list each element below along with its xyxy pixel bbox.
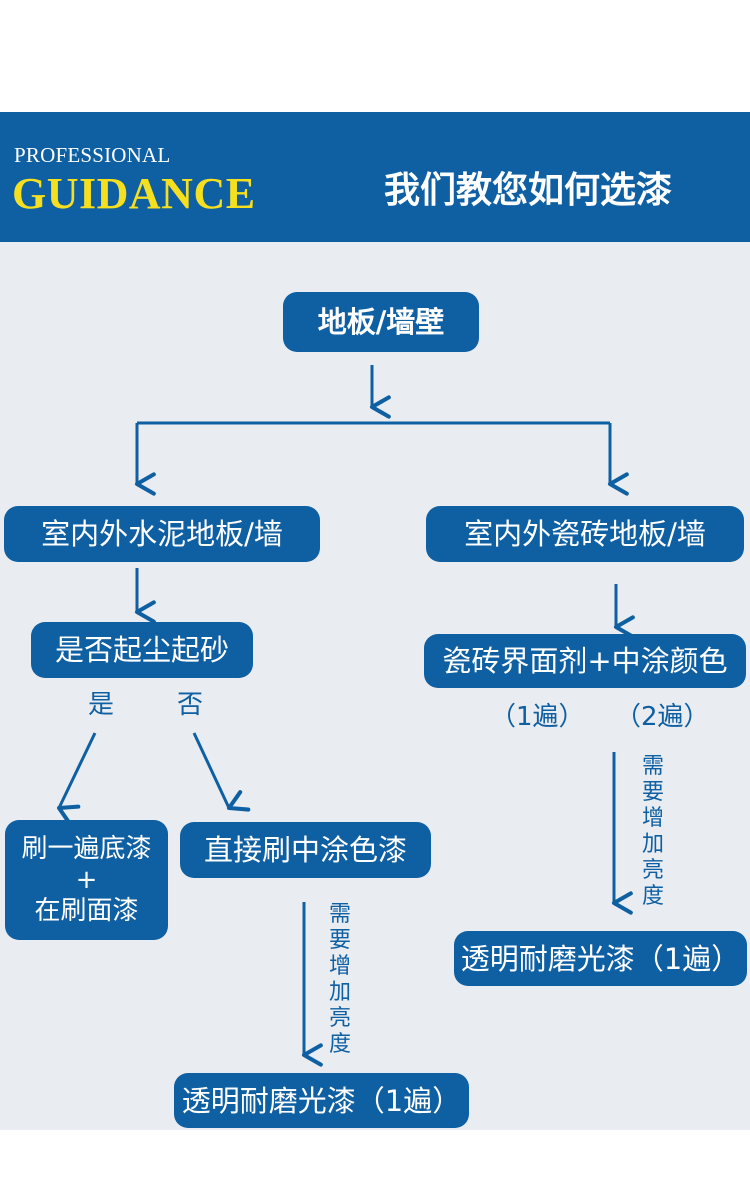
page-title: 我们教您如何选漆 — [384, 170, 673, 211]
header-banner — [0, 112, 750, 242]
dust-question-node: 是否起尘起砂 — [31, 622, 253, 678]
flowchart-canvas: 地板/墙壁 室内外水泥地板/墙 室内外瓷砖地板/墙 是否起尘起砂 是 否 刷一遍… — [0, 242, 750, 1130]
primer-result-node: 刷一遍底漆 + 在刷面漆 — [5, 820, 168, 940]
pass-count-1: （1遍） — [490, 702, 585, 732]
yes-label: 是 — [88, 690, 115, 720]
brand-subtitle: PROFESSIONAL — [14, 143, 171, 167]
no-label: 否 — [177, 690, 204, 720]
arrow-yes — [56, 732, 97, 826]
brand-title: GUIDANCE — [12, 169, 256, 218]
left-brightness-note: 需要增加亮度 — [328, 902, 351, 1057]
flowchart-connectors — [56, 365, 635, 1067]
right-brightness-note: 需要增加亮度 — [641, 754, 664, 909]
cement-node: 室内外水泥地板/墙 — [4, 506, 320, 562]
arrow-no — [192, 732, 251, 812]
tile-node: 室内外瓷砖地板/墙 — [426, 506, 744, 562]
primer-result-line-3: 在刷面漆 — [34, 895, 139, 926]
left-final-node: 透明耐磨光漆（1遍） — [174, 1073, 469, 1128]
root-node: 地板/墙壁 — [283, 292, 479, 352]
color-coat-node: 直接刷中涂色漆 — [180, 822, 431, 878]
primer-result-line-2: + — [75, 864, 98, 895]
right-final-node: 透明耐磨光漆（1遍） — [454, 931, 747, 986]
pass-count-2: （2遍） — [615, 702, 710, 732]
tile-primer-node: 瓷砖界面剂+中涂颜色 — [424, 634, 746, 688]
primer-result-line-1: 刷一遍底漆 — [21, 833, 152, 864]
